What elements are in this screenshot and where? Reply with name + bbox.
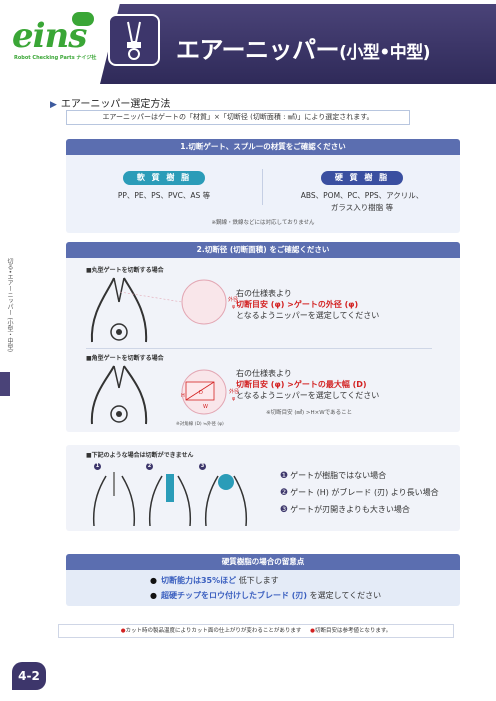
hard-resin-notes-card: 硬質樹脂の場合の留意点 xyxy=(66,554,460,606)
page-title: エアーニッパー(小型•中型) xyxy=(176,36,430,64)
logo-badge xyxy=(72,12,94,26)
page-header: eins Robot Checking Parts ナイジ社 エアーニッパー(小… xyxy=(0,0,496,84)
case-marker-3: 3 xyxy=(199,463,206,470)
case-3-illustration xyxy=(204,474,248,527)
square-gate-title: ■角型ゲートを切断する場合 xyxy=(86,355,164,362)
hard-resin-notes-heading: 硬質樹脂の場合の留意点 xyxy=(66,554,460,570)
case-2-illustration xyxy=(148,474,192,527)
logo-subtitle: Robot Checking Parts ナイジ社 xyxy=(14,55,97,61)
logo-text: eins xyxy=(12,16,87,56)
side-category-label: 切る•エアーニッパー (小型・中型) xyxy=(6,258,13,353)
gate-type-divider xyxy=(86,348,432,349)
round-gate-instructions: 右の仕様表より 切断目安 (φ) >ゲートの外径 (φ) となるようニッパーを選… xyxy=(236,289,380,320)
cannot-cut-title: ■下記のような場合は切断ができません xyxy=(86,452,194,459)
selection-method-heading: ▶エアーニッパー選定方法 xyxy=(50,99,171,110)
round-gate-nipper-illustration xyxy=(90,277,227,343)
square-label-d: D xyxy=(199,390,203,396)
nipper-icon xyxy=(108,14,160,66)
selection-description: エアーニッパーはゲートの「材質」×「切断径 (切断面積 : ㎟)」により選定され… xyxy=(66,110,410,125)
footer-notes: ●カット時の製品温度によりカット面の仕上がりが変わることがあります ●切断目安は… xyxy=(58,624,454,638)
material-note: ※鋼線・鉄線などには対応しておりません xyxy=(211,220,315,226)
square-label-w: W xyxy=(203,404,208,410)
hard-resin-note-2: ●超硬チップをロウ付けしたブレード (刃) を選定してください xyxy=(150,591,382,600)
square-label-h: H xyxy=(181,393,185,399)
diameter-check-card: 2.切断径 (切断面積) をご確認ください xyxy=(66,242,460,432)
hard-resin-note-1: ●切断能力は35%ほど 低下します xyxy=(150,576,279,585)
case-marker-1: 1 xyxy=(94,463,101,470)
page-number: 4-2 xyxy=(12,662,46,690)
hard-resin-column: 硬 質 樹 脂 ABS、POM、PC、PPS、アクリル、 ガラス入り樹脂 等 xyxy=(272,165,452,214)
material-check-card: 1.切断ゲート、スプルーの材質をご確認ください 軟 質 樹 脂 PP、PE、PS… xyxy=(66,139,460,233)
square-diameter-symbol: φ xyxy=(232,396,236,402)
triangle-bullet-icon: ▶ xyxy=(50,100,57,110)
area-note: ※切断目安 (㎟) >H×Wであること xyxy=(266,410,353,416)
diagonal-note: ※対角線 (D) ≒外径 (φ) xyxy=(176,422,224,427)
brand-logo: eins Robot Checking Parts ナイジ社 xyxy=(8,10,98,62)
header-band xyxy=(100,4,496,84)
hard-resin-items: ABS、POM、PC、PPS、アクリル、 ガラス入り樹脂 等 xyxy=(300,191,424,212)
cannot-cut-illustrations xyxy=(92,472,248,527)
diameter-check-heading: 2.切断径 (切断面積) をご確認ください xyxy=(66,242,460,258)
hard-resin-badge: 硬 質 樹 脂 xyxy=(320,171,404,185)
side-tab-marker xyxy=(0,372,10,396)
round-diameter-symbol: φ xyxy=(232,304,236,310)
case-1-illustration xyxy=(92,472,136,527)
square-gate-nipper-illustration xyxy=(90,365,227,425)
square-gate-instructions: 右の仕様表より 切断目安 (φ) >ゲートの最大幅 (D) となるようニッパーを… xyxy=(236,369,380,400)
round-gate-title: ■丸型ゲートを切断する場合 xyxy=(86,267,164,274)
cannot-cut-card xyxy=(66,445,460,531)
soft-resin-badge: 軟 質 樹 脂 xyxy=(122,171,206,185)
column-divider xyxy=(262,169,263,205)
soft-resin-column: 軟 質 樹 脂 PP、PE、PS、PVC、AS 等 xyxy=(74,165,254,202)
round-diameter-label: 外径 xyxy=(228,297,239,303)
material-check-heading: 1.切断ゲート、スプルーの材質をご確認ください xyxy=(66,139,460,155)
square-diameter-label: 外径 xyxy=(229,389,240,395)
case-marker-2: 2 xyxy=(146,463,153,470)
soft-resin-items: PP、PE、PS、PVC、AS 等 xyxy=(117,191,211,200)
